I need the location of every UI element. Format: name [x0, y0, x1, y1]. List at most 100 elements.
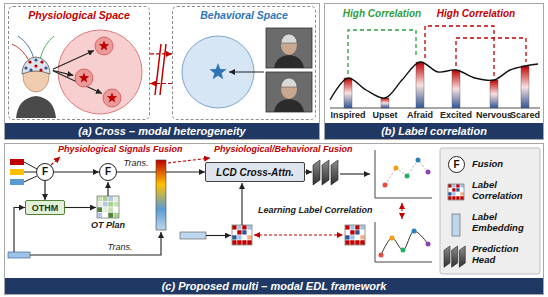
matrix-frame: [448, 184, 464, 200]
matrix-cell: [108, 207, 114, 213]
label-embedding-bar: [180, 232, 206, 239]
matrix-cell: [114, 202, 120, 208]
matrix-cell: [345, 230, 350, 235]
correlation-arrow: [254, 234, 343, 235]
panel-title: (a) Cross – modal heterogeneity: [5, 123, 319, 139]
matrix-cell: [103, 207, 109, 213]
electrode: [44, 66, 47, 69]
panel-a-art: [12, 28, 312, 118]
matrix-cell: [360, 235, 365, 240]
video-frame: [266, 72, 312, 112]
fusion-circle: F: [36, 163, 54, 181]
sample-star: [99, 41, 109, 51]
sample-cluster: [75, 69, 93, 87]
eeg-wire: [40, 36, 54, 59]
fused-feature-bar: [156, 160, 166, 230]
line-label: Trans.: [108, 242, 133, 252]
matrix-cell: [247, 235, 252, 240]
fusion-symbol: F: [105, 167, 111, 177]
sample-cluster: [103, 89, 121, 107]
electrode: [34, 58, 37, 61]
emotion-bar: [521, 66, 529, 108]
matrix-cell: [103, 196, 109, 202]
matrix-cell: [350, 225, 355, 230]
chart-curve: [381, 231, 428, 255]
matrix-cell: [456, 192, 460, 196]
matrix-cell: [242, 240, 247, 245]
emotion-bar: [344, 78, 352, 108]
input-wire: [24, 162, 37, 169]
gap-slash: [160, 44, 166, 95]
matrix-cell: [452, 188, 456, 192]
panel-title: (b) Label correlation: [325, 123, 543, 139]
emotion-label: Afraid: [407, 110, 433, 120]
module-name: OTHM: [32, 203, 59, 213]
signal-bar: [10, 179, 24, 185]
matrix-cell: [345, 225, 350, 230]
layer-slab: [459, 246, 465, 267]
fusion-circle: F: [99, 163, 117, 181]
correlation-bracket: [456, 38, 526, 66]
stage-note: Physiological/Behavioral Fusion: [214, 144, 353, 154]
label-correlation-matrix: [232, 225, 252, 245]
matrix-cell: [355, 235, 360, 240]
module-name: LCD Cross-Attn.: [216, 167, 294, 178]
chart-dot: [379, 253, 384, 258]
fusion-circle: F: [448, 156, 465, 173]
emotion-label: Inspired: [330, 110, 365, 120]
module-box: LCD Cross-Attn.: [205, 162, 305, 182]
matrix-cell: [355, 230, 360, 235]
electrode: [24, 66, 27, 69]
chart-dot: [383, 183, 388, 188]
matrix-cell: [232, 230, 237, 235]
person-body: [274, 55, 304, 68]
legend-head-sample: [444, 246, 465, 267]
space-box: Behavioral Space: [172, 6, 316, 120]
matrix-cell: [360, 240, 365, 245]
legend-box: [440, 148, 540, 274]
matrix-cell: [103, 202, 109, 208]
legend-text: Label Embedding: [472, 212, 538, 234]
electrode: [40, 60, 43, 63]
matrix-cell: [237, 235, 242, 240]
matrix-cell: [452, 184, 456, 188]
matrix-caption: OT Plan: [91, 220, 125, 230]
matrix-cell: [460, 192, 464, 196]
sample-cluster: [95, 37, 113, 55]
matrix-cell: [247, 230, 252, 235]
matrix-cell: [232, 235, 237, 240]
person-body: [274, 99, 304, 112]
matrix-cell: [355, 240, 360, 245]
input-wire: [14, 208, 25, 253]
emotion-label: Nervous: [476, 110, 512, 120]
input-wire: [24, 172, 36, 173]
emotion-bar: [416, 62, 424, 108]
trans-wire: [30, 232, 161, 255]
matrix-cell: [97, 202, 103, 208]
layer-slab: [322, 160, 329, 185]
matrix-frame: [97, 196, 119, 218]
emotion-bar: [381, 98, 389, 108]
matrix-cell: [247, 225, 252, 230]
mismatch-arrow: [150, 53, 172, 54]
flow-arrow: [305, 171, 312, 172]
matrix-cell: [360, 230, 365, 235]
electrode: [34, 64, 37, 67]
panel-frame: (a) Cross – modal heterogeneityPhysiolog…: [4, 3, 320, 140]
mapping-arrow: [53, 51, 94, 70]
eeg-wire: [18, 36, 34, 59]
matrix-frame: [232, 225, 252, 245]
person-face: [281, 79, 297, 99]
matrix-cell: [460, 196, 464, 200]
person-face: [281, 35, 297, 55]
matrix-cell: [108, 202, 114, 208]
legend-text: Prediction Head: [472, 244, 538, 266]
chart-dot: [401, 248, 406, 253]
matrix-cell: [237, 230, 242, 235]
chart-dot: [426, 242, 431, 247]
matrix-cell: [448, 196, 452, 200]
matrix-cell: [237, 240, 242, 245]
emotion-label: Excited: [440, 110, 472, 120]
matrix-cell: [350, 235, 355, 240]
correlation-note: High Correlation: [437, 8, 515, 19]
